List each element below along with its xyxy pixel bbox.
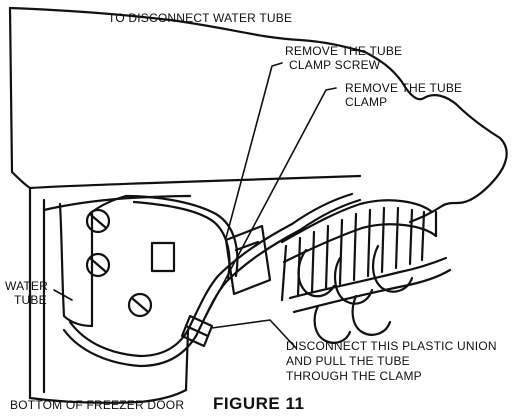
callout-line: TUBE bbox=[14, 293, 47, 307]
heater-coil bbox=[280, 199, 452, 344]
square-opening bbox=[150, 241, 176, 273]
diagram-title: TO DISCONNECT WATER TUBE bbox=[108, 11, 293, 25]
bottom-of-freezer-door-label: BOTTOM OF FREEZER DOOR bbox=[10, 398, 185, 412]
leader-lines bbox=[53, 62, 337, 349]
screw-heads bbox=[85, 208, 153, 318]
plastic-union bbox=[180, 314, 214, 348]
tube-clamp bbox=[224, 224, 272, 296]
callout-line: THROUGH THE CLAMP bbox=[286, 369, 422, 383]
callout-line: REMOVE THE TUBE bbox=[345, 81, 463, 95]
callout-line: DISCONNECT THIS PLASTIC UNION bbox=[286, 339, 497, 353]
callout-line: REMOVE THE TUBE bbox=[285, 44, 403, 58]
callout-line: WATER bbox=[5, 279, 48, 293]
figure-label: FIGURE 11 bbox=[213, 394, 305, 413]
callout-line: CLAMP bbox=[345, 95, 388, 109]
callout-line: AND PULL THE TUBE bbox=[286, 354, 410, 368]
freezer-door-panel bbox=[8, 6, 508, 404]
callout-line: CLAMP SCREW bbox=[289, 58, 381, 72]
